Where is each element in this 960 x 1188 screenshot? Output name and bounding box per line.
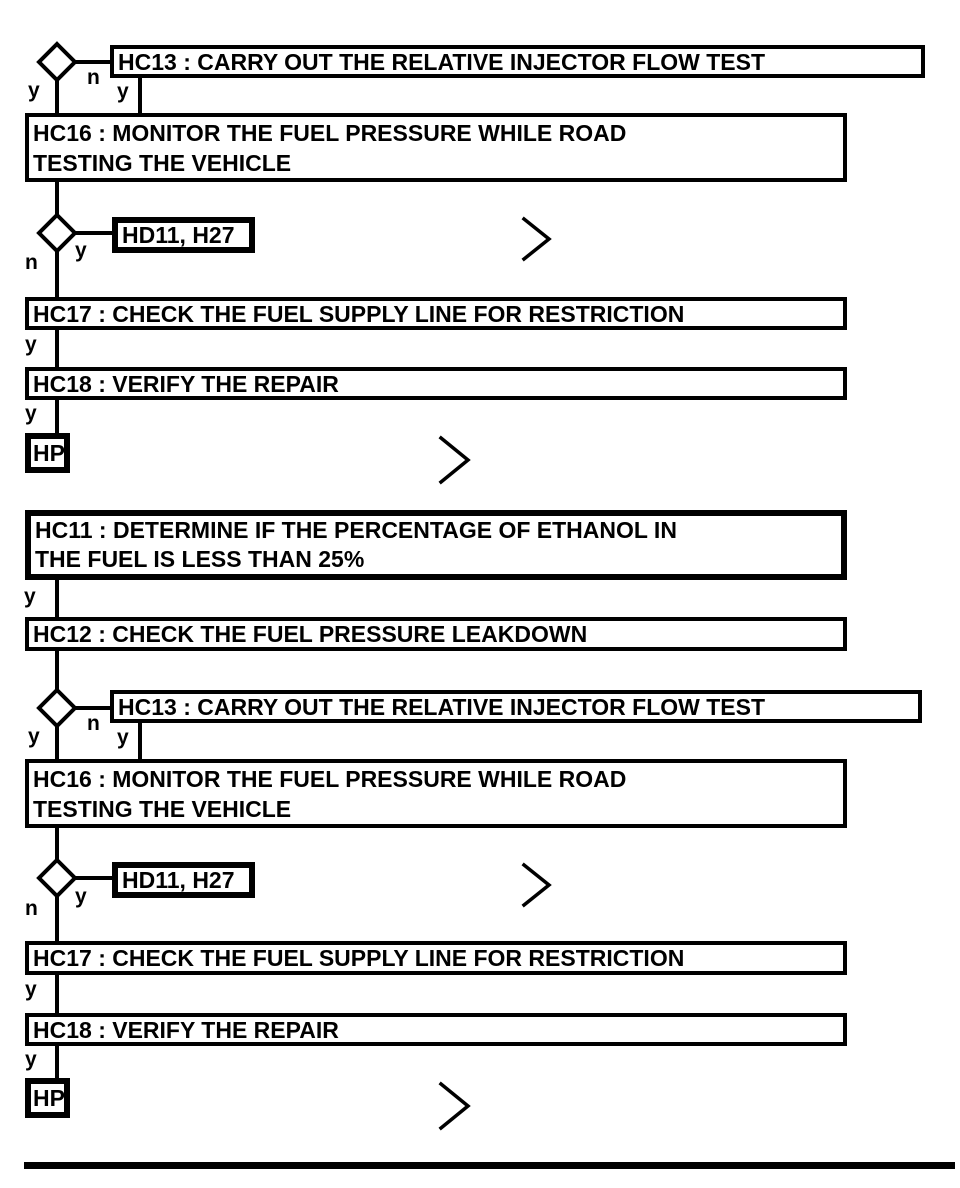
node-hp-2: HP (25, 1078, 70, 1118)
node-text: HC18 : VERIFY THE REPAIR (33, 1016, 339, 1043)
connector-line (55, 892, 59, 941)
connector-line (55, 828, 59, 862)
connector-line (55, 182, 59, 217)
branch-label-no: n (25, 251, 38, 274)
branch-label-yes: y (28, 725, 40, 748)
branch-label-yes: y (25, 333, 37, 356)
connector-line (55, 247, 59, 297)
connector-line (72, 60, 110, 64)
continuation-chevron-icon (521, 862, 552, 908)
node-text: HP (33, 440, 65, 466)
node-hc18-2: HC18 : VERIFY THE REPAIR (25, 1013, 847, 1046)
decision-node-2 (36, 212, 78, 254)
node-hc18: HC18 : VERIFY THE REPAIR (25, 367, 847, 400)
node-text: HC18 : VERIFY THE REPAIR (33, 370, 339, 397)
connector-line (72, 231, 112, 235)
node-text: HD11, H27 (122, 867, 235, 893)
node-text: HC16 : MONITOR THE FUEL PRESSURE WHILE R… (33, 765, 627, 792)
node-text: HC13 : CARRY OUT THE RELATIVE INJECTOR F… (118, 693, 766, 720)
branch-label-yes: y (28, 79, 40, 102)
connector-line (55, 651, 59, 692)
branch-label-no: n (87, 712, 100, 735)
node-text: HC17 : CHECK THE FUEL SUPPLY LINE FOR RE… (33, 945, 685, 971)
branch-label-yes: y (117, 80, 129, 103)
continuation-chevron-icon (438, 1081, 471, 1131)
branch-label-no: n (87, 66, 100, 89)
branch-label-yes: y (25, 1048, 37, 1071)
node-hc11: HC11 : DETERMINE IF THE PERCENTAGE OF ET… (25, 510, 847, 580)
continuation-chevron-icon (438, 435, 471, 485)
node-text: HP (33, 1085, 65, 1111)
branch-label-no: n (25, 897, 38, 920)
node-text: HC13 : CARRY OUT THE RELATIVE INJECTOR F… (118, 48, 766, 75)
connector-line (138, 721, 142, 759)
node-text: HC12 : CHECK THE FUEL PRESSURE LEAKDOWN (33, 621, 588, 647)
branch-label-yes: y (75, 239, 87, 262)
node-text: TESTING THE VEHICLE (33, 795, 292, 822)
node-hc17-2: HC17 : CHECK THE FUEL SUPPLY LINE FOR RE… (25, 941, 847, 975)
node-hc17: HC17 : CHECK THE FUEL SUPPLY LINE FOR RE… (25, 297, 847, 330)
connector-line (55, 330, 59, 367)
node-hc13-2: HC13 : CARRY OUT THE RELATIVE INJECTOR F… (110, 690, 922, 723)
decision-node-1 (36, 41, 78, 83)
node-hp: HP (25, 433, 70, 473)
connector-line (55, 580, 59, 617)
branch-label-yes: y (25, 402, 37, 425)
connector-line (138, 77, 142, 113)
continuation-chevron-icon (521, 216, 552, 262)
connector-line (72, 876, 112, 880)
decision-node-3 (36, 687, 78, 729)
connector-line (55, 722, 59, 759)
node-hd11-h27-2: HD11, H27 (112, 862, 255, 898)
node-hc16-2: HC16 : MONITOR THE FUEL PRESSURE WHILE R… (25, 759, 847, 828)
connector-line (55, 1046, 59, 1078)
node-text: THE FUEL IS LESS THAN 25% (35, 546, 365, 572)
node-text: HC16 : MONITOR THE FUEL PRESSURE WHILE R… (33, 119, 627, 146)
branch-label-yes: y (75, 885, 87, 908)
node-text: TESTING THE VEHICLE (33, 149, 292, 176)
branch-label-yes: y (25, 978, 37, 1001)
node-text: HC17 : CHECK THE FUEL SUPPLY LINE FOR RE… (33, 300, 685, 327)
bottom-divider (24, 1162, 955, 1169)
decision-node-4 (36, 857, 78, 899)
node-text: HD11, H27 (122, 222, 235, 248)
connector-line (55, 400, 59, 433)
node-hd11-h27: HD11, H27 (112, 217, 255, 253)
connector-line (55, 76, 59, 113)
connector-line (55, 975, 59, 1013)
connector-line (72, 706, 110, 710)
node-hc13: HC13 : CARRY OUT THE RELATIVE INJECTOR F… (110, 45, 925, 78)
node-hc12: HC12 : CHECK THE FUEL PRESSURE LEAKDOWN (25, 617, 847, 651)
node-hc16: HC16 : MONITOR THE FUEL PRESSURE WHILE R… (25, 113, 847, 182)
node-text: HC11 : DETERMINE IF THE PERCENTAGE OF ET… (35, 517, 677, 543)
branch-label-yes: y (24, 585, 36, 608)
branch-label-yes: y (117, 726, 129, 749)
